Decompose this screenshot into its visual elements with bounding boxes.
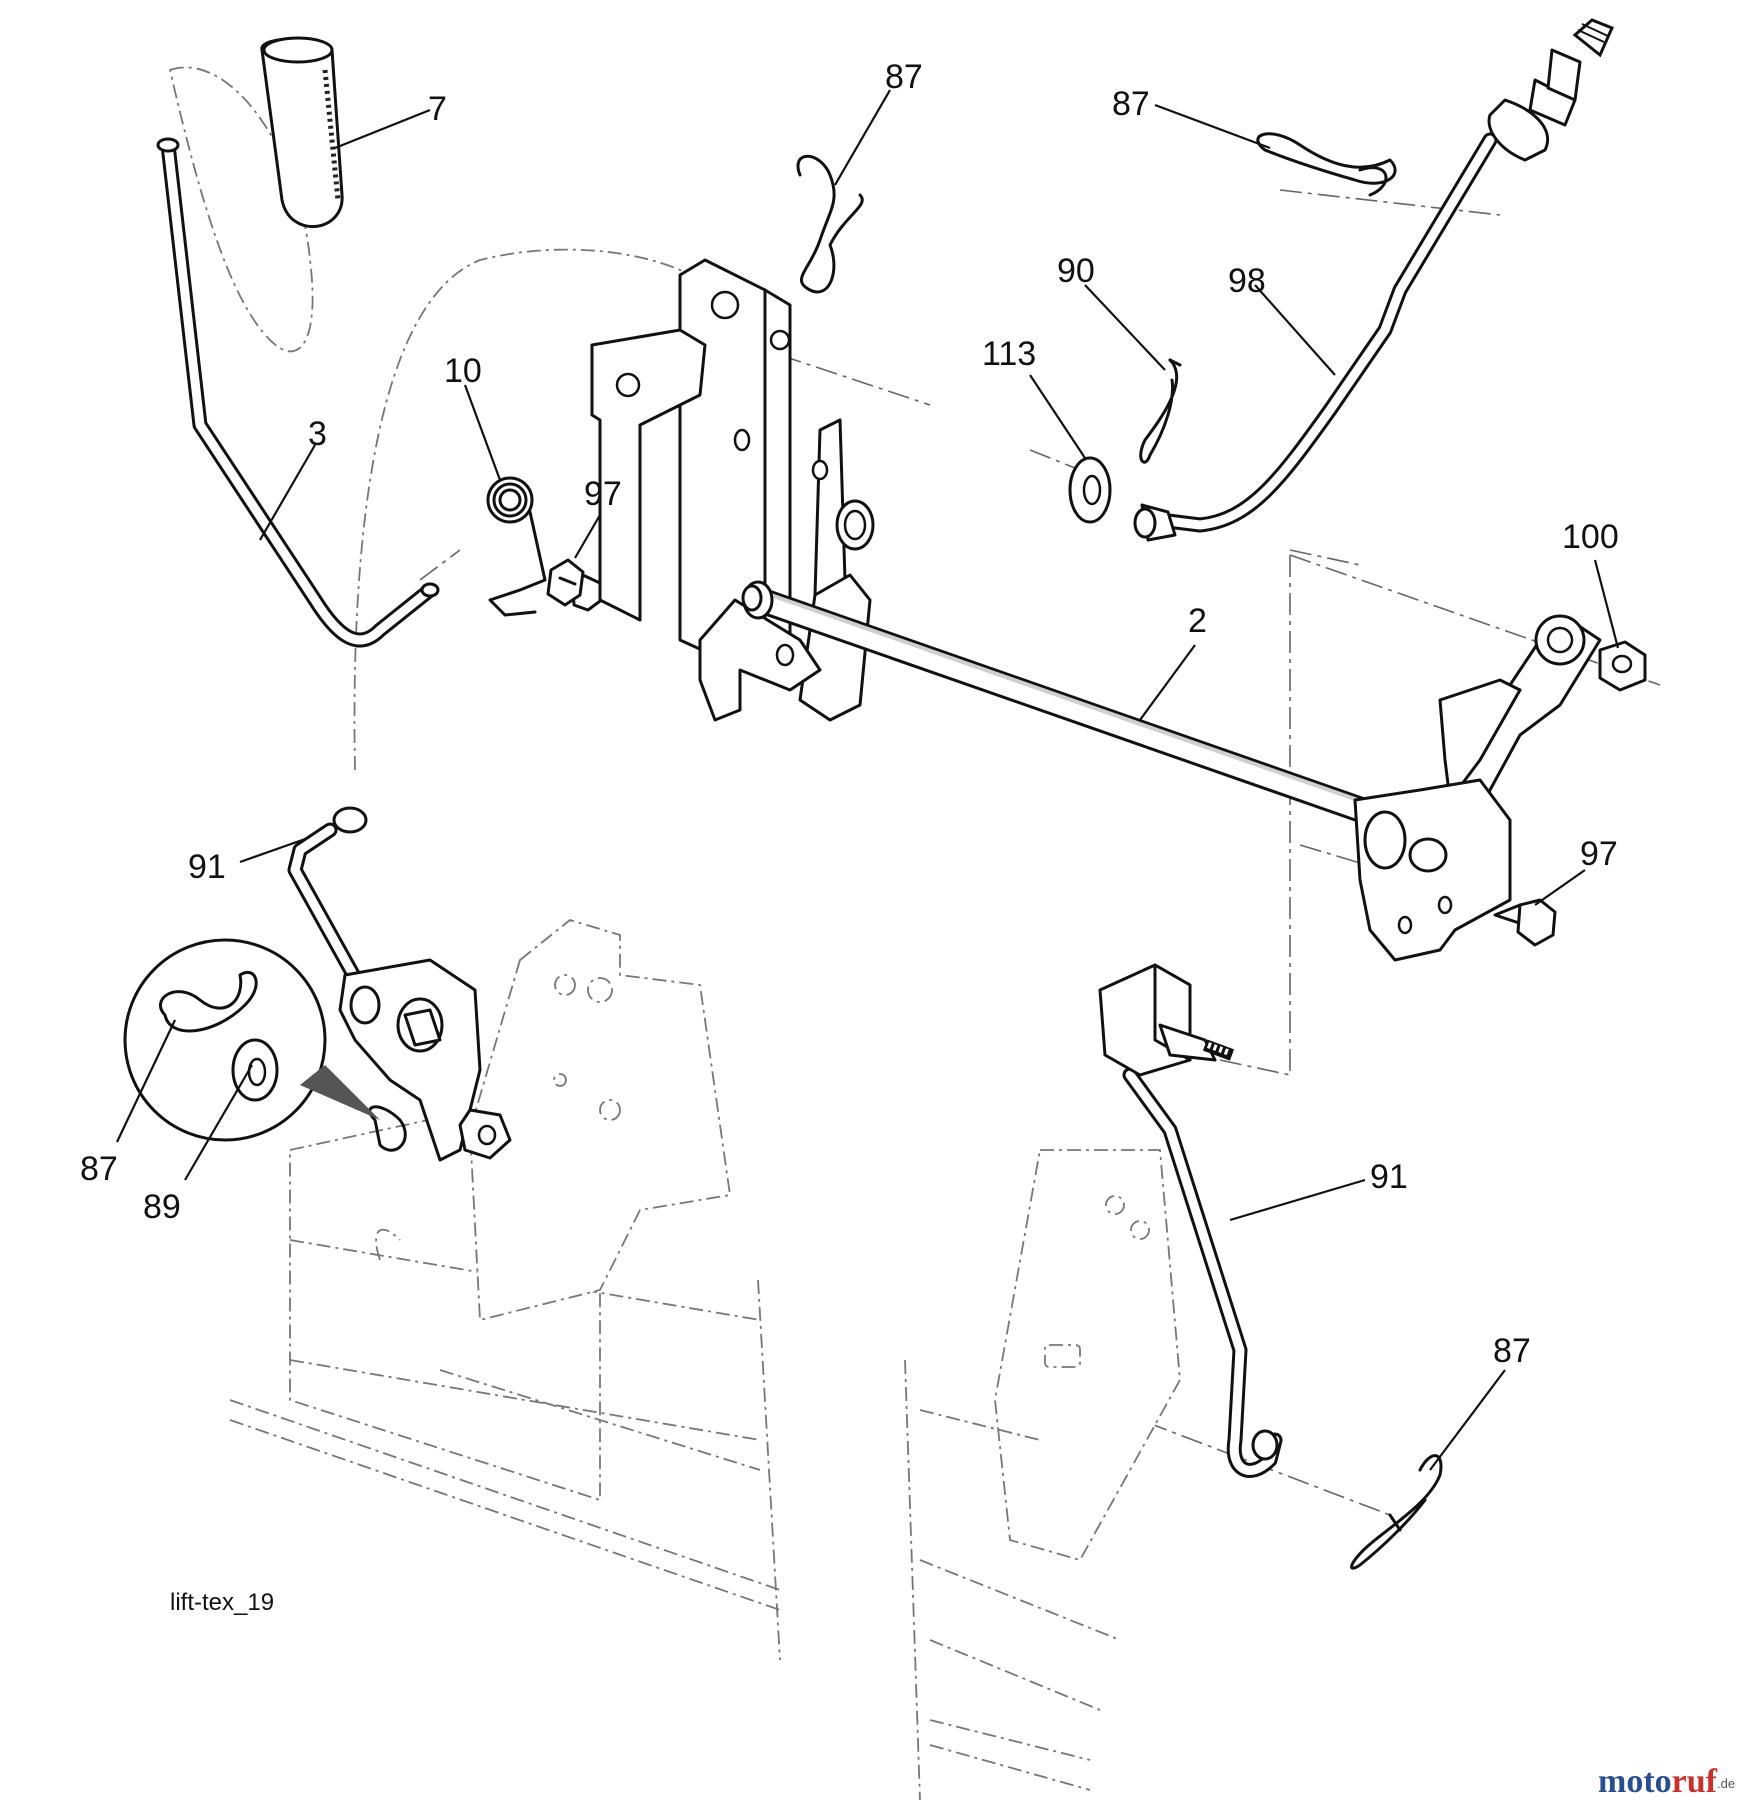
callout-113: 113 bbox=[982, 335, 1036, 373]
pivot-bracket bbox=[590, 258, 875, 722]
part-97-bolt-right bbox=[1493, 898, 1557, 947]
part-91-linkage-right bbox=[1098, 963, 1283, 1478]
callout-2: 2 bbox=[1188, 602, 1207, 640]
callout-87-upper-right: 87 bbox=[1112, 85, 1150, 123]
detail-callout-circle bbox=[123, 938, 380, 1142]
part-98-link-rod bbox=[1133, 18, 1615, 542]
part-7-handle-grip bbox=[260, 36, 344, 228]
watermark-logo: motoruf.de bbox=[1598, 1763, 1735, 1800]
part-100-nut bbox=[1598, 640, 1647, 692]
leader-lines bbox=[116, 89, 1620, 1471]
callout-91-left: 91 bbox=[188, 848, 226, 886]
callout-87-bottom: 87 bbox=[1493, 1332, 1531, 1370]
callout-3: 3 bbox=[308, 415, 327, 453]
callout-100: 100 bbox=[1562, 518, 1619, 556]
part-2-lift-shaft bbox=[741, 580, 1403, 833]
callout-89: 89 bbox=[143, 1188, 181, 1226]
part-113-washer bbox=[1068, 456, 1112, 524]
part-87-clip-bottom bbox=[1350, 1454, 1443, 1570]
callout-91-right: 91 bbox=[1370, 1158, 1408, 1196]
callout-90: 90 bbox=[1057, 252, 1095, 290]
callout-87-top: 87 bbox=[885, 58, 923, 96]
callout-7: 7 bbox=[428, 90, 447, 128]
callout-labels: 7 87 87 90 98 113 10 3 97 100 2 91 97 87… bbox=[80, 58, 1619, 1370]
callout-97-top: 97 bbox=[584, 475, 622, 513]
diagram-caption: lift-tex_19 bbox=[170, 1589, 274, 1616]
callout-97-right: 97 bbox=[1580, 835, 1618, 873]
part-87-clip-upper-right bbox=[1256, 132, 1397, 197]
part-90-cotter-pin bbox=[1139, 358, 1182, 464]
right-lift-arm bbox=[1353, 614, 1602, 962]
part-87-clip-top bbox=[796, 154, 864, 294]
part-91-linkage-left bbox=[287, 806, 512, 1162]
callout-10: 10 bbox=[444, 352, 482, 390]
svg-text:motoruf.de: motoruf.de bbox=[1598, 1763, 1735, 1800]
callout-98: 98 bbox=[1228, 262, 1266, 300]
part-3-lift-lever bbox=[156, 137, 440, 648]
chassis-ghost-lines bbox=[168, 66, 1661, 1800]
part-10-spring bbox=[486, 476, 547, 617]
callout-87-detail: 87 bbox=[80, 1150, 118, 1188]
